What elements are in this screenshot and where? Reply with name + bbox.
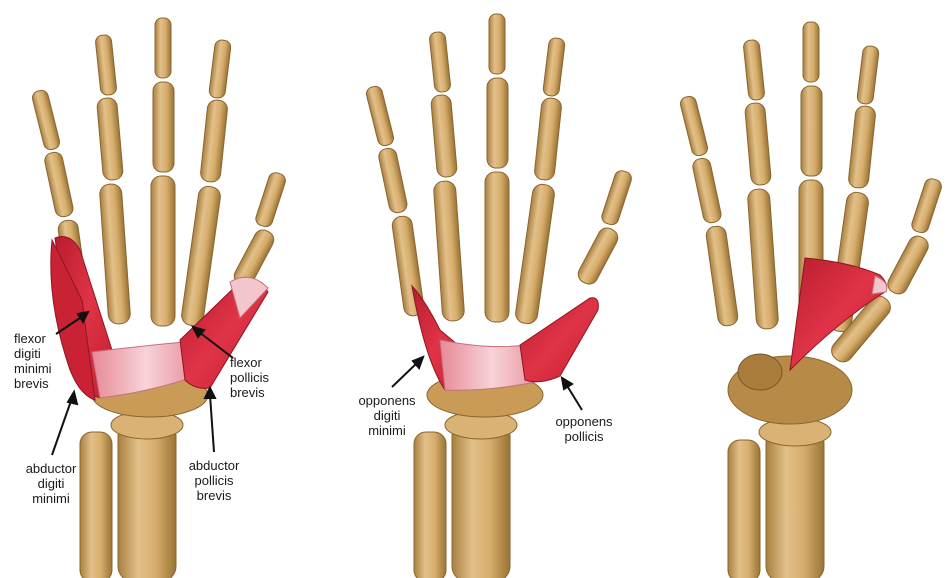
label-abductor-pollicis-brevis: abductor pollicis brevis — [188, 458, 240, 503]
label-flexor-pollicis-brevis: flexor pollicis brevis — [230, 355, 270, 400]
panel-2-leader-lines — [391, 355, 583, 411]
panel-1-hand — [31, 17, 286, 578]
panel-1-leader-lines — [51, 310, 234, 456]
label-opponens-digiti-minimi: opponens digiti minimi — [358, 393, 416, 438]
ulna-bone — [413, 431, 447, 578]
ulna-bone — [727, 439, 761, 578]
abductor-pollicis-brevis-muscle — [229, 276, 269, 319]
finger-bones — [365, 13, 632, 325]
radius-bone — [451, 419, 511, 578]
opponens-pollicis-muscle — [519, 297, 599, 383]
label-opponens-pollicis: opponens pollicis — [555, 414, 613, 444]
label-abductor-digiti-minimi: abductor digiti minimi — [25, 461, 77, 506]
panel-2-hand — [365, 13, 632, 578]
abductor-digiti-minimi-muscle — [50, 238, 96, 401]
radius-bone — [117, 419, 177, 578]
radius-bone — [765, 427, 825, 578]
label-flexor-digiti-minimi-brevis: flexor digiti minimi brevis — [14, 331, 52, 391]
panel-3-hand — [679, 21, 942, 578]
ulna-bone — [79, 431, 113, 578]
